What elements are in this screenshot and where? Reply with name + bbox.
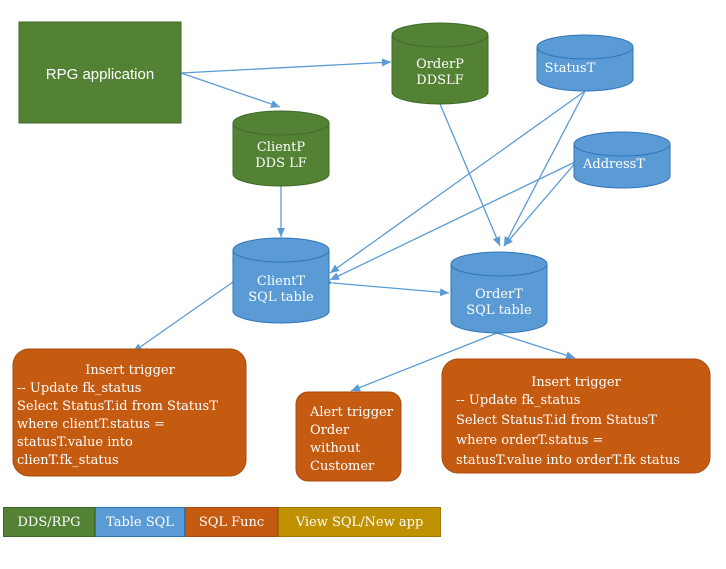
ordert-label: OrderT [475,287,523,302]
alert-trigger-line-1: Alert trigger [309,405,394,420]
order-insert-trigger-box: Insert trigger -- Update fk_status Selec… [441,358,711,474]
arrow-clientt-ordert-bidirectional [323,278,450,297]
clientp-sublabel: DDS LF [255,156,307,171]
rpg-application-label: RPG application [46,66,154,83]
legend-dds-rpg: DDS/RPG [3,507,95,537]
legend-sql-func: SQL Func [185,507,278,537]
arrow-addresst-to-ordert [503,160,578,247]
arrow-rpg-to-clientp [180,72,281,108]
addresst-label: AddressT [582,157,645,172]
client-trigger-title: Insert trigger [85,363,175,378]
legend: DDS/RPG Table SQL SQL Func View SQL/New … [3,507,441,539]
clientp-label: ClientP [257,140,306,155]
arrow-statust-to-clientt [329,90,586,274]
alert-trigger-box: Alert trigger Order without Customer [295,391,402,482]
client-trigger-line-4: statusT.value into [17,435,133,450]
alert-trigger-line-4: Customer [310,459,375,474]
client-insert-trigger-box: Insert trigger -- Update fk_status Selec… [12,348,247,477]
order-trigger-line-2: Select StatusT.id from StatusT [456,413,657,428]
client-trigger-line-2: Select StatusT.id from StatusT [17,399,218,414]
orderp-label: OrderP [416,57,464,72]
connectors [132,58,586,392]
client-trigger-line-3: where clientT.status = [17,417,165,432]
orderp-cylinder: OrderP DDSLF [391,22,489,105]
alert-trigger-line-3: without [310,441,361,456]
order-trigger-line-3: where orderT.status = [456,433,603,448]
statust-label: StatusT [545,61,596,76]
ordert-sublabel: SQL table [466,303,532,318]
arrow-addresst-to-clientt [329,160,578,281]
arrow-orderp-to-ordert [439,103,501,247]
statust-cylinder: StatusT [536,34,634,92]
arrow-statust-to-ordert [503,90,586,247]
ordert-cylinder: OrderT SQL table [450,251,548,334]
arrow-rpg-to-orderp [180,58,392,74]
clientt-label: ClientT [257,274,306,289]
clientt-cylinder: ClientT SQL table [232,237,330,324]
client-trigger-line-5: clienT.fk_status [17,453,119,468]
addresst-cylinder: AddressT [573,131,671,189]
order-trigger-line-4: statusT.value into orderT.fk status [456,453,680,468]
alert-trigger-line-2: Order [310,423,350,438]
clientp-cylinder: ClientP DDS LF [232,110,330,187]
rpg-application-node: RPG application [18,21,182,124]
client-trigger-line-1: -- Update fk_status [17,381,141,396]
order-trigger-title: Insert trigger [531,375,621,390]
arrow-ordert-to-alert-trigger [350,332,498,392]
arrow-clientt-to-insert-trigger [132,281,234,353]
clientt-sublabel: SQL table [248,290,314,305]
legend-table-sql: Table SQL [95,507,185,537]
legend-view-sql-new-app: View SQL/New app [278,507,441,537]
arrow-ordert-to-insert-trigger [496,332,576,360]
order-trigger-line-1: -- Update fk_status [456,393,580,408]
orderp-sublabel: DDSLF [416,73,463,88]
